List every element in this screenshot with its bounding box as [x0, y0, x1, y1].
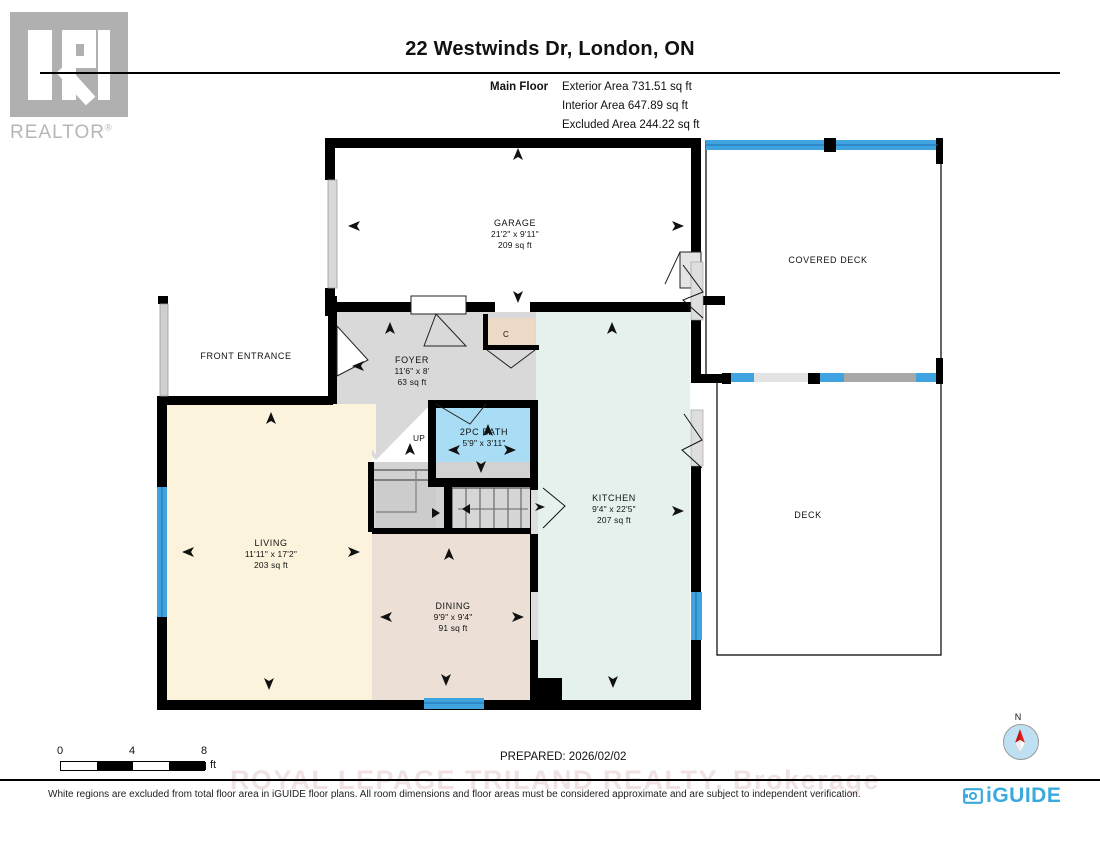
room-label-covered-deck: COVERED DECK: [788, 255, 867, 266]
excluded-area-value: Excluded Area 244.22 sq ft: [562, 119, 700, 131]
room-dims: 9'9" x 9'4": [433, 612, 473, 622]
windows: [157, 138, 943, 709]
scale-unit-label: ft: [210, 759, 217, 771]
room-dims: 5'9" x 3'11": [462, 438, 506, 448]
room-name: COVERED DECK: [788, 255, 868, 265]
realtor-r-mark: [10, 12, 128, 117]
scale-tick-4: 4: [128, 745, 136, 757]
room-label-living: LIVING 11'11" x 17'2" 203 sq ft: [245, 538, 297, 571]
exterior-area-value: Exterior Area 731.51 sq ft: [562, 81, 692, 93]
compass-rose: N: [995, 712, 1041, 772]
iguide-camera-icon: [963, 788, 983, 804]
compass-dial: [1003, 724, 1039, 760]
floor-summary: Main Floor Exterior Area 731.51 sq ft In…: [490, 78, 910, 135]
room-area: 207 sq ft: [597, 515, 631, 525]
interior-area-value: Interior Area 647.89 sq ft: [562, 100, 688, 112]
room-label-foyer: FOYER 11'6" x 8' 63 sq ft: [394, 355, 429, 388]
deck-outlines: [705, 140, 942, 656]
room-name: GARAGE: [493, 218, 537, 228]
room-label-dining: DINING 9'9" x 9'4" 91 sq ft: [434, 601, 473, 634]
room-area: 203 sq ft: [254, 560, 288, 570]
room-label-2pc-bath: 2PC BATH 5'9" x 3'11": [460, 427, 508, 449]
scale-bar-graphic: [60, 761, 206, 771]
registered-mark: ®: [105, 122, 113, 133]
room-dims: 9'4" x 22'5": [592, 504, 636, 514]
room-name: FRONT ENTRANCE: [200, 351, 292, 361]
scale-bar: 0 4 8 ft: [56, 745, 216, 771]
realtor-logo: REALTOR®: [10, 12, 140, 144]
room-label-garage: GARAGE 21'2" x 9'11" 209 sq ft: [491, 218, 539, 251]
staircase: [374, 469, 535, 531]
room-dims: 11'6" x 8': [394, 366, 430, 376]
page-title: 22 Westwinds Dr, London, ON: [405, 38, 695, 60]
iguide-wordmark: iGUIDE: [986, 784, 1062, 807]
room-area: 91 sq ft: [438, 623, 468, 633]
closet-label: C: [503, 330, 509, 339]
room-label-deck: DECK: [794, 510, 821, 521]
realtor-brand-text: REALTOR: [10, 122, 105, 143]
room-area: 209 sq ft: [498, 240, 532, 250]
prepared-date: PREPARED: 2026/02/02: [500, 751, 627, 763]
room-name: DECK: [794, 510, 822, 520]
realtor-wordmark: REALTOR®: [10, 122, 113, 144]
room-name: KITCHEN: [592, 493, 636, 503]
room-name: FOYER: [394, 355, 429, 365]
scale-tick-0: 0: [56, 745, 64, 757]
floor-label: Main Floor: [490, 81, 549, 93]
room-name: DINING: [435, 601, 471, 611]
doors: [159, 179, 704, 640]
scale-tick-8: 8: [200, 745, 208, 757]
stairs-up-label: UP: [412, 433, 426, 443]
title-divider: [40, 72, 1060, 74]
compass-north-label: N: [1014, 712, 1022, 722]
room-fills: [166, 146, 693, 700]
iguide-logo: iGUIDE: [963, 784, 1061, 808]
room-label-kitchen: KITCHEN 9'4" x 22'5" 207 sq ft: [592, 493, 636, 526]
room-name: LIVING: [254, 538, 288, 548]
disclaimer-text: White regions are excluded from total fl…: [48, 789, 861, 800]
scale-ticks: 0 4 8: [56, 745, 208, 759]
view-markers: [182, 148, 684, 690]
compass-needle: [1014, 729, 1026, 754]
room-area: 63 sq ft: [397, 377, 427, 387]
room-dims: 11'11" x 17'2": [244, 549, 298, 559]
room-dims: 21'2" x 9'11": [491, 229, 539, 239]
room-label-front-entrance: FRONT ENTRANCE: [200, 351, 291, 362]
room-name: 2PC BATH: [459, 427, 509, 437]
footer-divider: [0, 779, 1100, 781]
